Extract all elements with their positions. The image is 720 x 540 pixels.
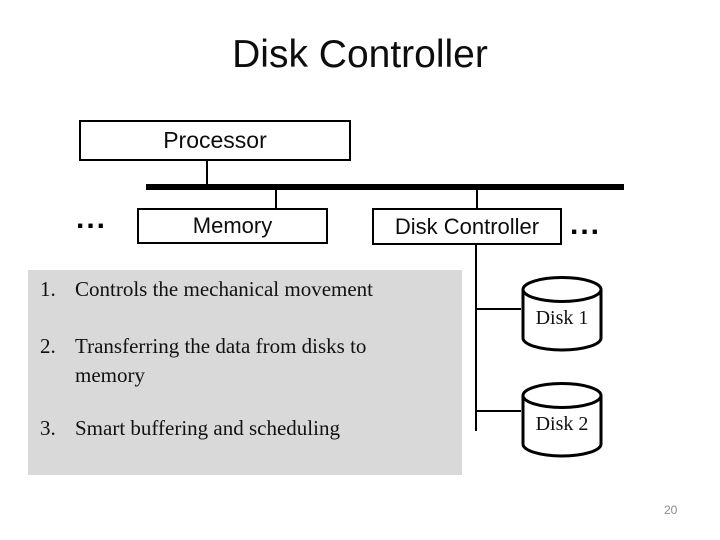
disk-cylinder-icon <box>521 382 603 458</box>
processor-label: Processor <box>163 127 267 153</box>
disk1-branch-line <box>477 308 521 310</box>
disk1-cylinder: Disk 1 <box>520 275 604 353</box>
processor-box: Processor <box>79 120 351 161</box>
note-item-1: 1. Controls the mechanical movement <box>40 275 409 304</box>
notes-panel <box>28 270 462 475</box>
right-ellipsis: ... <box>570 208 602 241</box>
note-1-number: 1. <box>40 277 56 301</box>
controller-bus-connector-line <box>476 189 478 209</box>
left-ellipsis: ... <box>76 202 108 235</box>
disk1-label: Disk 1 <box>535 306 589 329</box>
slide-title: Disk Controller <box>232 33 488 76</box>
note-1-text: Controls the mechanical movement <box>75 277 373 301</box>
memory-box: Memory <box>137 208 328 244</box>
note-item-3: 3. Smart buffering and scheduling <box>40 414 409 443</box>
disk2-label: Disk 2 <box>535 412 589 435</box>
note-3-number: 3. <box>40 416 56 440</box>
controller-disks-trunk-line <box>475 245 477 431</box>
note-3-text: Smart buffering and scheduling <box>75 416 340 440</box>
disk-controller-box: Disk Controller <box>372 208 562 245</box>
memory-label: Memory <box>192 213 273 238</box>
note-item-2: 2. Transferring the data from disks to m… <box>40 332 409 390</box>
disk-cylinder-icon <box>521 276 603 352</box>
disk2-branch-line <box>477 410 521 412</box>
system-bus-line <box>146 184 624 190</box>
note-2-number: 2. <box>40 334 56 358</box>
processor-bus-connector-line <box>206 160 208 185</box>
disk2-cylinder: Disk 2 <box>520 381 604 459</box>
page-number: 20 <box>664 503 678 517</box>
memory-bus-connector-line <box>275 189 277 209</box>
note-2-text: Transferring the data from disks to memo… <box>75 334 367 387</box>
disk-controller-label: Disk Controller <box>394 213 540 239</box>
